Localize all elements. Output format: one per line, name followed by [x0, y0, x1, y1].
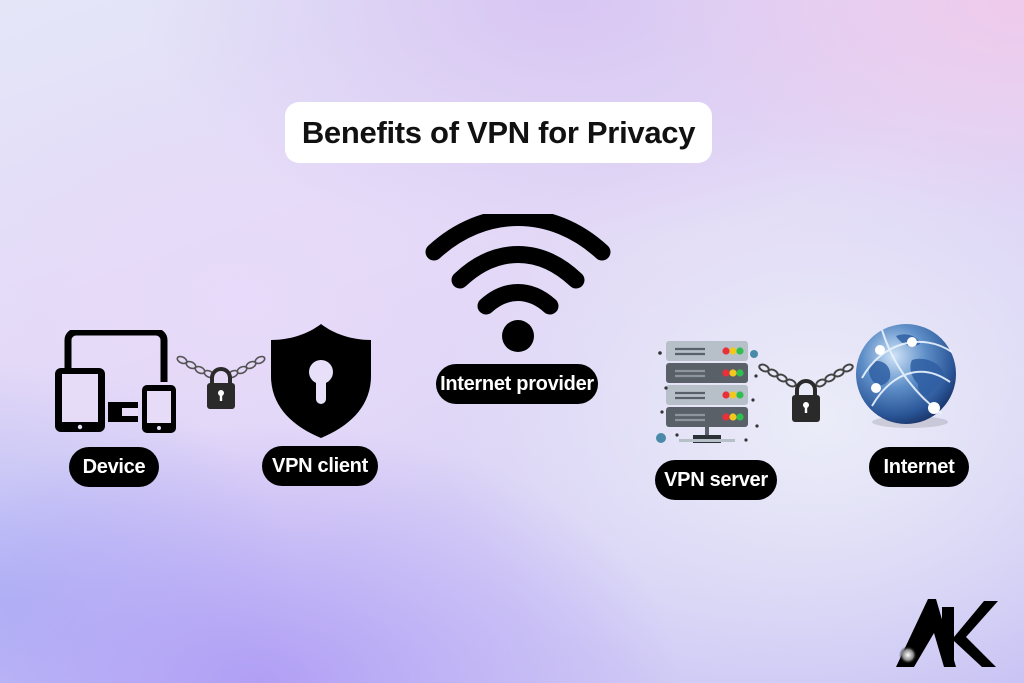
chain-padlock-icon: [758, 363, 854, 422]
node-label-internet: Internet: [869, 447, 969, 487]
node-label-vpn-server: VPN server: [655, 460, 777, 500]
node-label-vpn-client: VPN client: [262, 446, 378, 486]
globe-icon: [856, 324, 956, 428]
page-title: Benefits of VPN for Privacy: [301, 114, 696, 150]
ak-logo: [896, 599, 998, 667]
wifi-icon: [425, 214, 611, 352]
server-rack-icon: [656, 341, 759, 443]
chain-padlock-icon: [176, 355, 266, 409]
shield-keyhole-icon: [271, 324, 371, 438]
devices-icon: [55, 330, 176, 433]
node-label-internet-provider: Internet provider: [436, 364, 598, 404]
node-label-device: Device: [69, 447, 159, 487]
title-banner: Benefits of VPN for Privacy: [285, 102, 712, 163]
